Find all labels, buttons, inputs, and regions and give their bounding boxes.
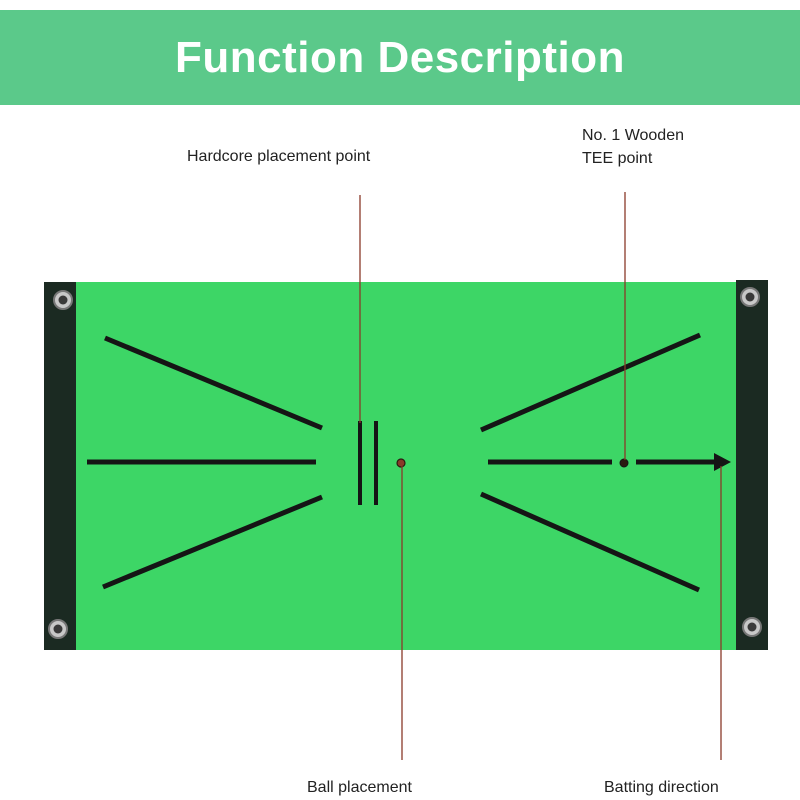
page-title: Function Description [175, 32, 625, 82]
mat-edge-right [736, 280, 768, 650]
grommet-icon [742, 617, 762, 637]
tee-point-label: No. 1 Wooden TEE point [582, 124, 684, 170]
tee-point-label-line2: TEE point [582, 150, 653, 167]
stripe-left-lower [102, 494, 323, 590]
batting-direction-label: Batting direction [604, 779, 719, 796]
mat-surface [75, 282, 740, 650]
center-bar-left [358, 421, 362, 505]
tee-point-icon [619, 458, 629, 468]
hardcore-placement-label: Hardcore placement point [187, 148, 371, 165]
stripe-right-lower [479, 491, 701, 593]
stripe-right-upper [480, 332, 701, 433]
ball-placement-label: Ball placement [307, 779, 412, 796]
grommet-icon [48, 619, 68, 639]
arrow-right-icon [714, 453, 731, 471]
mat-edge-left [44, 282, 76, 650]
grommet-icon [740, 287, 760, 307]
tee-point-label-line1: No. 1 Wooden [582, 127, 684, 144]
grommet-icon [53, 290, 73, 310]
stripe-left-upper [104, 335, 323, 431]
header-banner: Function Description [0, 10, 800, 105]
ball-point-icon [396, 458, 406, 468]
center-bar-right [374, 421, 378, 505]
